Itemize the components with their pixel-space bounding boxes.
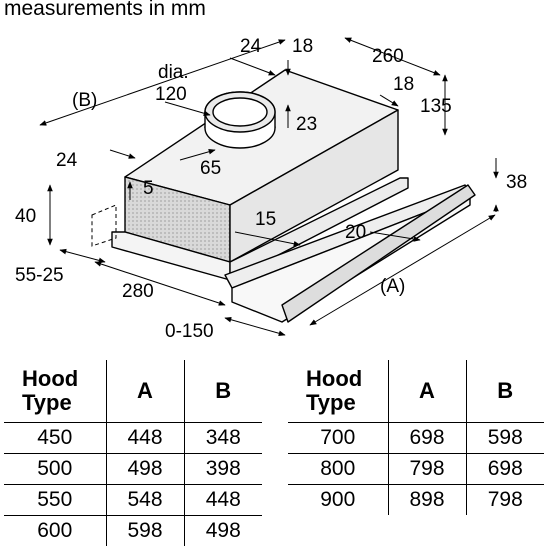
duct-collar [205,92,275,148]
cell-b: 448 [184,485,262,516]
table-row: 800 798 698 [288,454,544,485]
dim-24-top: 24 [240,36,262,57]
table-row: 450 448 348 [4,423,262,454]
dim-A: (A) [380,276,405,297]
dim-18-top: 18 [292,36,313,57]
dim-dia: dia. [158,62,189,83]
dim-135: 135 [420,96,452,117]
dim-65: 65 [200,158,221,179]
hood-size-table-right: Hood Type A B 700 698 598 800 798 698 90… [288,360,544,515]
cell-type: 600 [4,516,106,546]
dim-280: 280 [122,281,154,302]
dim-20: 20 [345,222,366,243]
table-header-row: Hood Type A B [288,360,544,423]
header-hood-type: Hood Type [288,360,388,423]
cell-b: 398 [184,454,262,485]
cell-type: 500 [4,454,106,485]
header-a: A [106,360,184,423]
cell-a: 448 [106,423,184,454]
cell-a: 598 [106,516,184,546]
cell-type: 800 [288,454,388,485]
cell-a: 548 [106,485,184,516]
cell-type: 900 [288,485,388,516]
table-header-row: Hood Type A B [4,360,262,423]
dim-38: 38 [506,172,527,193]
dim-55-25: 55-25 [15,265,64,286]
table-row: 700 698 598 [288,423,544,454]
dim-23: 23 [296,114,317,135]
dim-260: 260 [372,46,404,67]
table-row: 900 898 798 [288,485,544,516]
cell-a: 798 [388,454,466,485]
hood-size-table-left: Hood Type A B 450 448 348 500 498 398 55… [4,360,262,546]
header-b: B [184,360,262,423]
header-hood-type: Hood Type [4,360,106,423]
dim-18-right: 18 [393,74,414,95]
cell-b: 598 [466,423,544,454]
cell-b: 698 [466,454,544,485]
dim-24-left: 24 [56,150,78,171]
dim-B: (B) [72,90,97,111]
table-row: 500 498 398 [4,454,262,485]
cell-a: 898 [388,485,466,516]
dim-40: 40 [15,206,36,227]
cell-type: 450 [4,423,106,454]
cell-b: 798 [466,485,544,516]
dim-120: 120 [155,84,187,105]
cell-type: 550 [4,485,106,516]
cell-a: 498 [106,454,184,485]
header-b: B [466,360,544,423]
cell-type: 700 [288,423,388,454]
dim-15: 15 [255,209,276,230]
dim-5: 5 [143,178,154,199]
header-a: A [388,360,466,423]
cell-a: 698 [388,423,466,454]
cell-b: 348 [184,423,262,454]
table-row: 600 598 498 [4,516,262,546]
hood-dimension-drawing: 24 18 260 dia. 120 18 135 (B) 23 24 65 5… [0,0,545,360]
cell-b: 498 [184,516,262,546]
dim-0-150: 0-150 [165,321,214,342]
table-row: 550 548 448 [4,485,262,516]
